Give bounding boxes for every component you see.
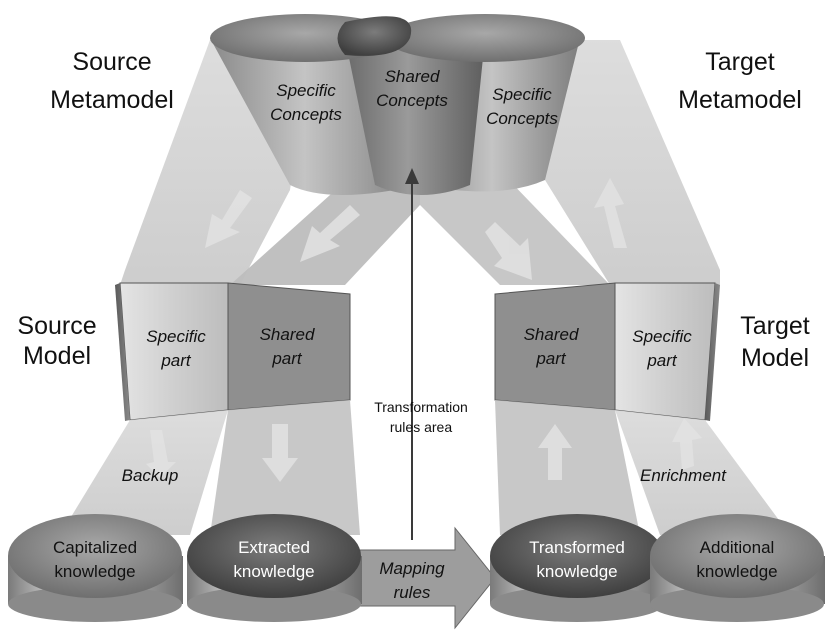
up-arrow-icon — [485, 222, 532, 280]
transformation-rules-area-label: rules area — [390, 419, 452, 435]
shared-concepts-label: Shared — [385, 67, 440, 86]
target-metamodel-band — [520, 40, 720, 285]
backup-label: Backup — [122, 466, 179, 485]
transformed-knowledge-label: knowledge — [536, 562, 617, 581]
transform-band — [495, 400, 640, 535]
target-specific-part-label: part — [646, 351, 678, 370]
backup-band — [60, 410, 228, 535]
up-arrow-icon — [538, 424, 572, 480]
enrichment-band — [615, 410, 790, 535]
down-arrow-icon — [146, 430, 176, 478]
target-metamodel-title: Target — [705, 48, 775, 76]
left-specific-concepts-label: Concepts — [270, 105, 342, 124]
right-specific-concepts-label: Concepts — [486, 109, 558, 128]
source-specific-part-label: part — [160, 351, 192, 370]
source-metamodel-title: Metamodel — [50, 86, 174, 114]
source-model-box — [115, 282, 351, 421]
arrow-head-icon — [405, 168, 419, 184]
capitalized-knowledge-label: knowledge — [54, 562, 135, 581]
metamodel-cylinders — [210, 14, 585, 195]
additional-knowledge-label: Additional — [700, 538, 775, 557]
capitalized-knowledge-label: Capitalized — [53, 538, 137, 557]
target-shared-part-label: part — [535, 349, 567, 368]
transformation-rules-area-label: Transformation — [374, 399, 468, 415]
source-model-title: Model — [23, 342, 91, 370]
up-arrow-icon — [672, 418, 702, 470]
down-arrow-icon — [262, 424, 298, 482]
target-model-title: Target — [740, 312, 810, 340]
source-specific-part-label: Specific — [146, 327, 206, 346]
source-shared-part-label: Shared — [260, 325, 315, 344]
target-model-title: Model — [741, 344, 809, 372]
extracted-knowledge-label: Extracted — [238, 538, 310, 557]
mapping-rules-label: Mapping — [379, 559, 445, 578]
additional-knowledge-disc — [650, 514, 825, 622]
capitalized-knowledge-disc — [8, 514, 183, 622]
target-model-box — [494, 282, 720, 421]
extracted-knowledge-label: knowledge — [233, 562, 314, 581]
transformed-knowledge-label: Transformed — [529, 538, 625, 557]
down-arrow-icon — [205, 190, 252, 248]
target-metamodel-title: Metamodel — [678, 86, 802, 114]
extracted-knowledge-disc — [187, 514, 362, 622]
up-arrow-icon — [594, 178, 627, 248]
source-metamodel-title: Source — [72, 48, 151, 76]
target-shared-part-label: Shared — [524, 325, 579, 344]
transformed-knowledge-disc — [490, 514, 665, 622]
source-model-title: Source — [17, 312, 96, 340]
mapping-rules-label: rules — [394, 583, 431, 602]
mapping-rules-arrow — [359, 526, 496, 630]
down-arrow-icon — [300, 205, 360, 262]
shared-concepts-label: Concepts — [376, 91, 448, 110]
enrichment-label: Enrichment — [640, 466, 727, 485]
additional-knowledge-label: knowledge — [696, 562, 777, 581]
right-specific-concepts-label: Specific — [492, 85, 552, 104]
source-shared-part-label: part — [271, 349, 303, 368]
target-specific-part-label: Specific — [632, 327, 692, 346]
left-specific-concepts-label: Specific — [276, 81, 336, 100]
